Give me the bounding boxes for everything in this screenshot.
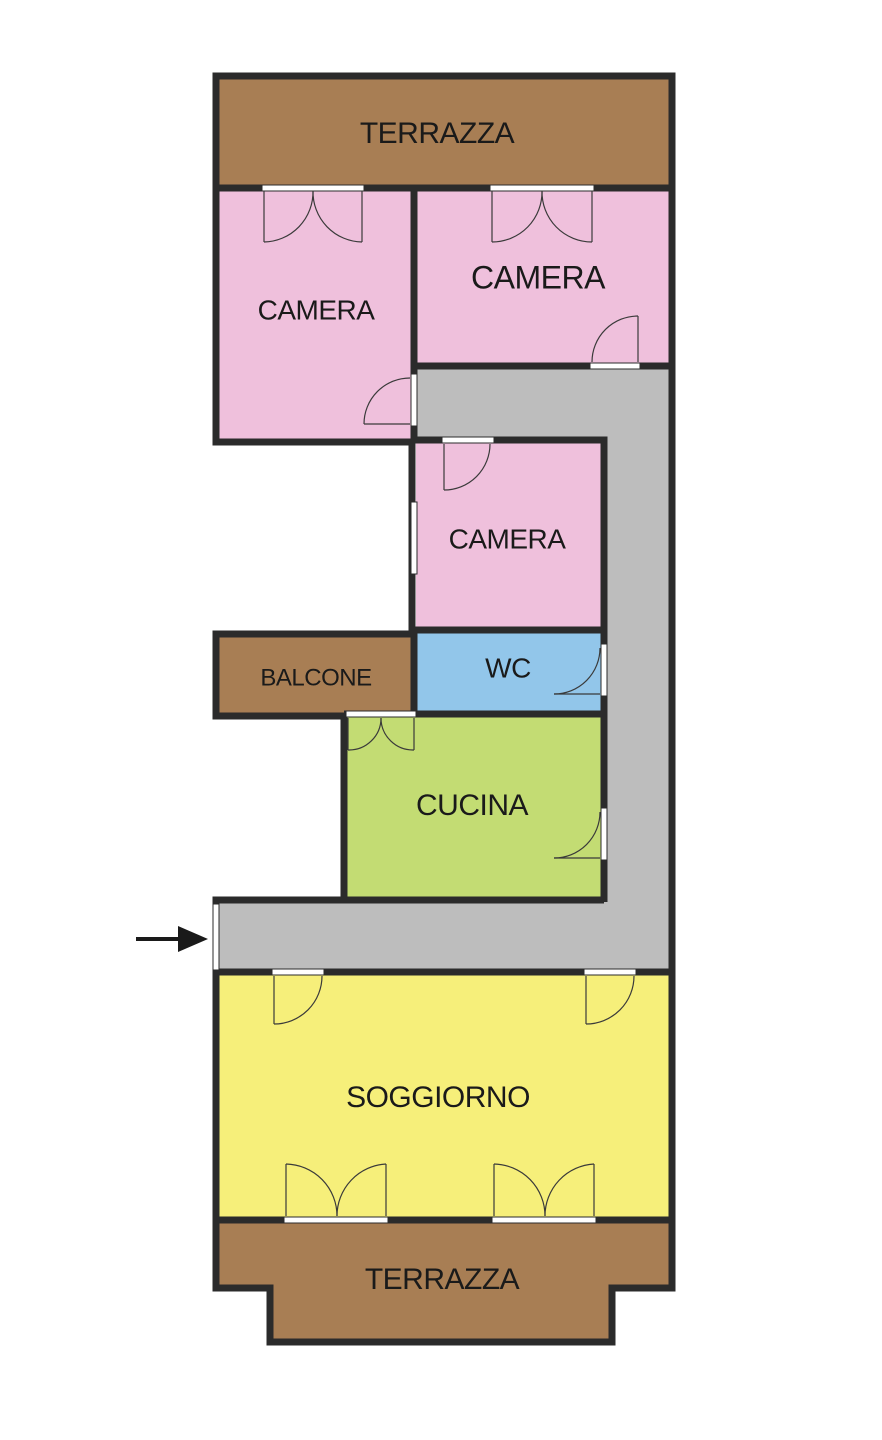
corridor-area xyxy=(218,366,670,972)
terrazza-top-area xyxy=(218,78,670,188)
balcone-area xyxy=(218,636,414,714)
cucina-area xyxy=(346,714,604,900)
camera-right-area xyxy=(416,190,670,366)
balcone-label: BALCONE xyxy=(260,664,371,691)
arrow-right-icon xyxy=(136,926,208,952)
camera-middle-area xyxy=(416,440,604,630)
wc-area xyxy=(416,630,604,714)
camera-left-area xyxy=(218,190,414,440)
wc-label: WC xyxy=(485,652,531,683)
cucina-label: CUCINA xyxy=(416,789,528,822)
soggiorno-label: SOGGIORNO xyxy=(346,1081,530,1114)
openings xyxy=(212,184,641,1224)
camera-left-label: CAMERA xyxy=(258,294,376,325)
terrazza-bottom-label: TERRAZZA xyxy=(365,1263,520,1296)
camera-right-label: CAMERA xyxy=(471,259,606,295)
door-swings xyxy=(263,190,639,1217)
camera-middle-label: CAMERA xyxy=(449,523,567,554)
terrazza-bottom-area xyxy=(218,1220,670,1340)
terrazza-top-label: TERRAZZA xyxy=(360,117,515,150)
soggiorno-area xyxy=(218,974,670,1220)
